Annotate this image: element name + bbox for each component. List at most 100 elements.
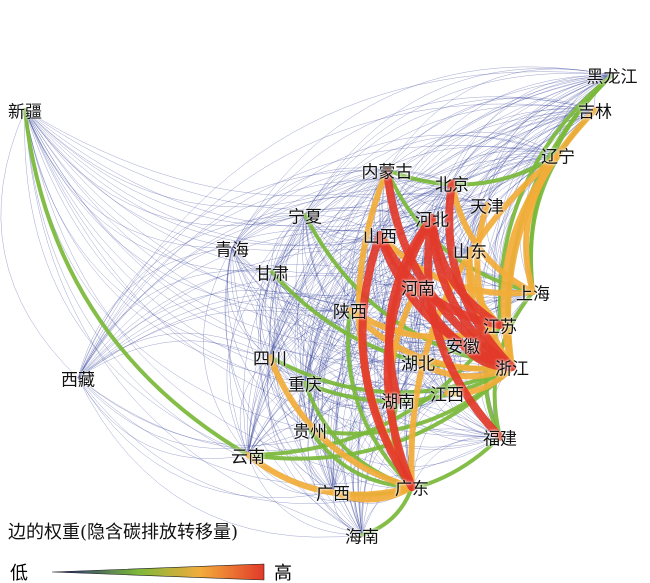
edge [275,214,306,384]
node-label: 江西 [430,385,464,406]
edge [231,96,596,249]
edge [24,74,613,197]
node-label: 西藏 [61,370,95,391]
edge [269,169,388,358]
edge [231,247,273,273]
edge [271,105,596,273]
node-label: 上海 [516,284,550,305]
edge [386,97,596,171]
edge [297,169,388,384]
edge [24,109,419,363]
edge [77,292,464,379]
edge [231,247,351,312]
edge [361,291,534,536]
edge [304,182,453,384]
edge [259,271,311,431]
edge [231,247,399,401]
edge-high [424,214,504,441]
edge [304,135,559,216]
edge [469,154,559,251]
edge [247,286,419,456]
edge-mid [504,107,598,370]
edge [379,198,488,236]
edge [304,169,388,216]
edge [304,309,351,431]
edge [24,109,488,246]
edge [226,247,271,358]
edge [300,169,388,493]
edge [231,169,453,249]
edge [77,247,233,379]
node-label: 四川 [253,349,287,370]
node-label: 贵州 [293,422,327,443]
edge [308,234,381,493]
node-label: 辽宁 [541,147,575,168]
legend-color-ramp [51,563,265,581]
edge [379,108,596,236]
edge [247,454,363,536]
edge [332,392,448,493]
edge [231,66,613,249]
edge [259,214,306,358]
edge [225,247,363,536]
edge [77,229,381,379]
edge-high [445,179,516,371]
node-label: 湖南 [381,392,415,413]
node-label: 重庆 [288,375,322,396]
edge [24,109,501,438]
edge [24,109,271,358]
edge [431,152,559,219]
edge [77,340,306,384]
edge [347,234,381,311]
edge [304,214,381,241]
edge [303,214,351,311]
edge [247,427,311,456]
edge [316,309,363,536]
edge [295,214,413,488]
edge [224,247,334,493]
edge [231,167,388,249]
edge [24,109,559,228]
edge [416,286,501,438]
edge [77,230,471,379]
edge [24,109,363,536]
edge [446,392,501,438]
edge [269,234,381,358]
edge [379,74,613,236]
node-label: 陕西 [333,302,367,323]
edge [77,332,271,379]
edge [379,215,433,236]
edge [299,382,363,536]
edge-mid [377,232,536,297]
node-label: 海南 [345,527,379,548]
edge [231,134,559,249]
edge [386,169,488,210]
edge-high [385,214,436,404]
edge [77,264,419,379]
edge [226,271,273,456]
edge-mid [444,364,515,397]
edge [24,109,453,226]
edge [336,182,453,536]
edge [77,377,501,485]
edge [77,290,351,379]
edge-mid [523,152,561,295]
edge-low [23,108,250,457]
edge-mid [449,180,536,295]
edge [302,214,399,401]
edge [259,271,363,536]
edge [77,71,613,379]
edge [386,131,559,171]
edge-mid [245,452,415,498]
edge [247,154,559,456]
edge [271,72,613,273]
edge [386,68,613,171]
edge-low [385,153,560,187]
edge [77,377,334,499]
edge [24,109,388,208]
edge [77,377,363,538]
edge [267,356,363,536]
edge [411,436,501,488]
node-label: 浙江 [495,359,529,380]
